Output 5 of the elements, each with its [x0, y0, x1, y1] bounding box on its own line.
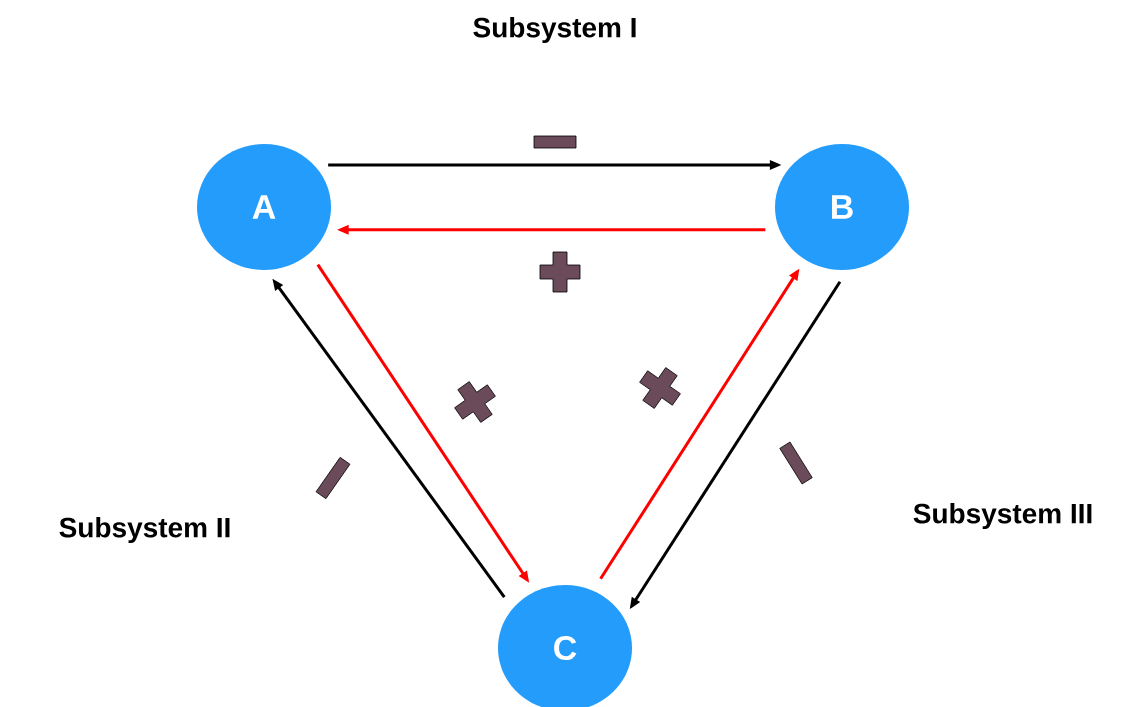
circle-node: A — [197, 144, 331, 270]
circle-node: B — [775, 144, 909, 270]
subsystem-label: Subsystem I — [473, 16, 636, 44]
subsystem-label: Subsystem II — [59, 516, 230, 544]
subsystem-label: Subsystem III — [913, 502, 1092, 530]
